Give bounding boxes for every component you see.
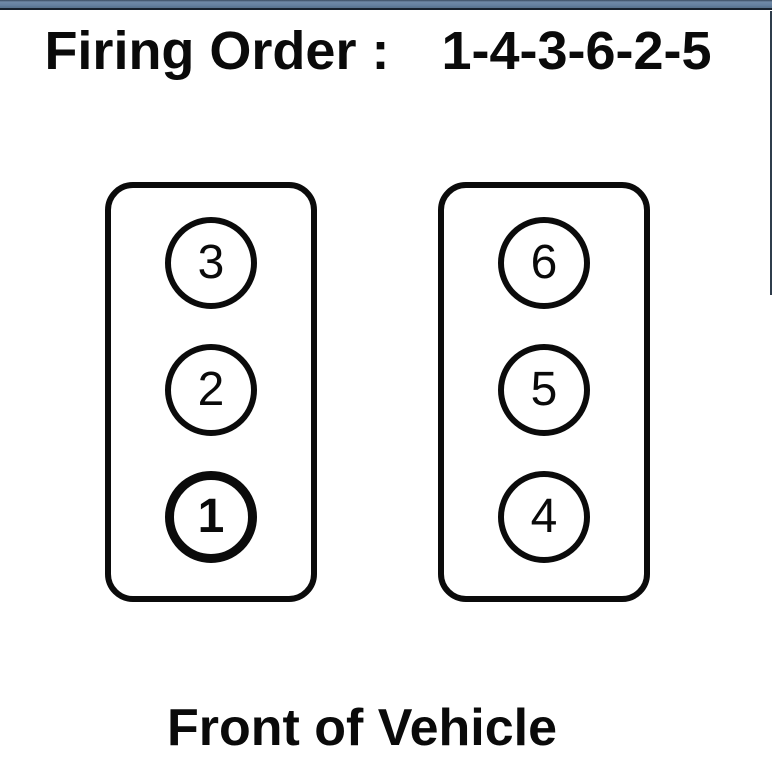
cylinder-2: 2 (165, 344, 257, 436)
window-edge-bar (0, 0, 772, 10)
cylinder-6-number: 6 (530, 236, 558, 289)
window-right-edge (770, 11, 772, 295)
cylinder-3-number: 3 (197, 236, 225, 289)
cylinder-bank-right: 6 5 4 (438, 182, 650, 602)
cylinder-1: 1 (165, 471, 257, 563)
cylinder-bank-left: 3 2 1 (105, 182, 317, 602)
cylinder-3: 3 (165, 217, 257, 309)
cylinder-2-number: 2 (197, 363, 225, 416)
firing-order-sequence: 1-4-3-6-2-5 (441, 21, 712, 81)
heading: Firing Order : 1-4-3-6-2-5 (0, 20, 756, 82)
cylinder-5: 5 (498, 344, 590, 436)
cylinder-6: 6 (498, 217, 590, 309)
cylinder-5-number: 5 (530, 363, 558, 416)
cylinder-4-number: 4 (530, 490, 558, 543)
cylinder-1-number: 1 (197, 490, 225, 543)
cylinder-4: 4 (498, 471, 590, 563)
front-of-vehicle-label: Front of Vehicle (166, 699, 558, 757)
firing-order-label: Firing Order : (44, 21, 390, 81)
